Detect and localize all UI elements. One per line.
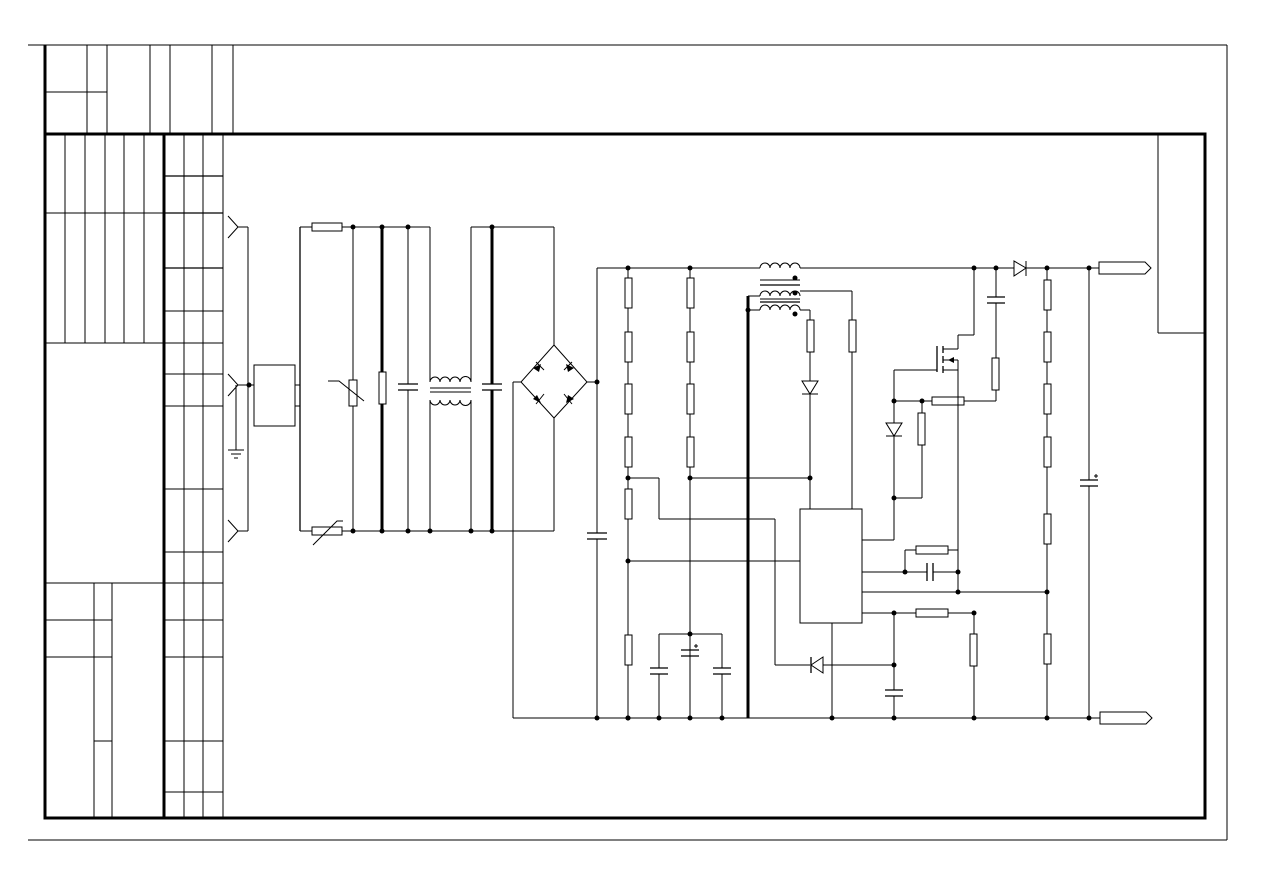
bridge-rectifier xyxy=(512,227,600,718)
bleeder-resistor xyxy=(378,227,387,531)
dc-bus xyxy=(513,267,1100,719)
controller-ic xyxy=(799,370,1047,721)
x-capacitor-2 xyxy=(482,227,502,531)
title-block-corner xyxy=(1157,134,1205,334)
bridge-diode-4 xyxy=(563,393,574,405)
drawing-frame xyxy=(28,44,1228,841)
flyback-transformer xyxy=(745,262,852,317)
header-block xyxy=(45,45,234,134)
bridge-diode-2 xyxy=(563,361,574,372)
vcc-capacitor-bank xyxy=(650,633,731,721)
zener-diode xyxy=(775,656,897,674)
startup-resistor-chain-1 xyxy=(624,265,800,721)
emi-filter xyxy=(299,222,554,546)
left-side-table xyxy=(45,134,224,818)
startup-resistor-chain-2 xyxy=(686,265,810,718)
output-capacitor xyxy=(1080,265,1098,721)
output-terminal-positive xyxy=(1098,261,1152,275)
bus-junctions xyxy=(594,715,631,721)
snubber-rc xyxy=(971,265,1005,401)
compensation-network xyxy=(902,545,961,581)
input-connector xyxy=(227,215,254,543)
bridge-diode-1 xyxy=(533,361,545,372)
fuse xyxy=(311,222,343,232)
gate-drive xyxy=(885,369,996,501)
output-diode xyxy=(1013,260,1027,277)
x-capacitor-1 xyxy=(398,227,418,531)
bridge-diode-3 xyxy=(533,393,545,405)
common-mode-choke xyxy=(429,227,472,531)
output-divider-chain xyxy=(1043,265,1052,721)
input-switch-module xyxy=(253,364,300,427)
output-terminal-negative xyxy=(1099,711,1153,725)
aux-winding-circuit xyxy=(801,291,857,509)
emi-junctions xyxy=(350,224,495,534)
varistor xyxy=(328,227,365,531)
current-sense xyxy=(885,608,978,721)
